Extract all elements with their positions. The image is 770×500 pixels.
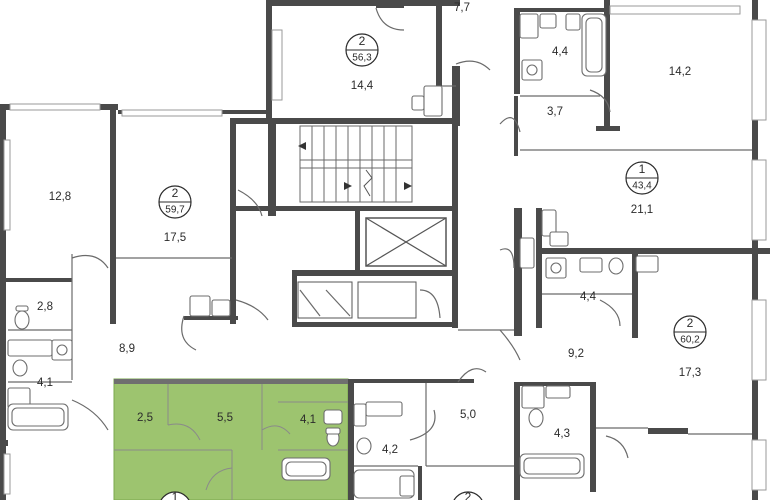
room-area: 17,5 (164, 232, 186, 244)
apartment-badge[interactable]: 2 56,3 (345, 33, 379, 67)
room-area: 5,5 (217, 412, 233, 424)
room-area: 2,5 (137, 412, 153, 424)
room-area: 4,3 (554, 428, 570, 440)
partitions (8, 85, 752, 467)
room-area: 14,2 (669, 66, 691, 78)
room-area: 21,1 (631, 204, 653, 216)
apartment-badge[interactable]: 2 (452, 490, 484, 500)
rooms-count: 2 (687, 316, 694, 330)
rooms-count: 2 (172, 186, 179, 200)
rooms-count: 2 (465, 490, 472, 500)
room-area: 7,7 (454, 2, 470, 14)
apartment-badge[interactable]: 2 60,2 (673, 315, 707, 349)
selected-apartment[interactable] (113, 378, 349, 500)
rooms-count: 1 (172, 490, 179, 500)
doors (71, 7, 629, 459)
room-area: 17,3 (679, 367, 701, 379)
total-area: 59,7 (165, 205, 185, 216)
room-area: 9,2 (568, 348, 584, 360)
room-area-labels: 7,7 4,4 14,2 14,4 3,7 12,8 17,5 21,1 4,4… (37, 2, 701, 456)
apartment-badge[interactable]: 1 43,4 (625, 161, 659, 195)
rooms-count: 1 (639, 162, 646, 176)
rooms-count: 2 (359, 34, 366, 48)
room-area: 4,2 (382, 444, 398, 456)
room-area: 2,8 (37, 301, 53, 313)
room-area: 12,8 (49, 191, 71, 203)
total-area: 43,4 (632, 181, 652, 192)
apartment-badge[interactable]: 1 (159, 490, 191, 500)
room-area: 3,7 (547, 106, 563, 118)
room-area: 5,0 (460, 409, 476, 421)
apartment-badge[interactable]: 2 59,7 (158, 185, 192, 219)
room-area: 4,4 (552, 46, 569, 58)
total-area: 60,2 (680, 335, 700, 346)
total-area: 56,3 (352, 53, 372, 64)
room-area: 8,9 (119, 343, 135, 355)
room-area: 4,4 (580, 291, 597, 303)
room-area: 4,1 (37, 377, 53, 389)
windows (3, 5, 767, 495)
room-area: 14,4 (351, 80, 374, 92)
staircase (297, 125, 447, 319)
fixtures (7, 13, 659, 499)
room-area: 4,1 (300, 414, 316, 426)
